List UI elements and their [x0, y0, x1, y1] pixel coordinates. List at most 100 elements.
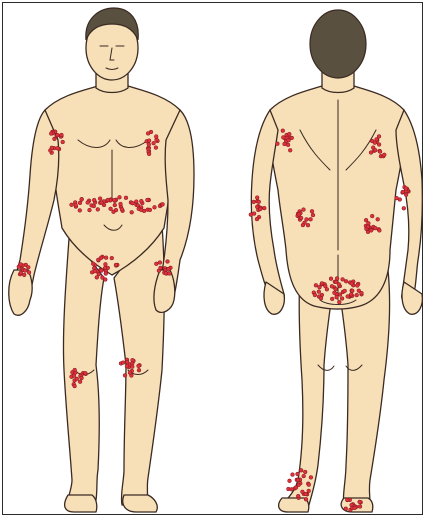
rash-dot [78, 380, 82, 384]
rash-dot [291, 473, 295, 477]
rash-dot [53, 137, 57, 141]
rash-dot [104, 256, 108, 260]
rash-dot [333, 291, 337, 295]
rash-dot [137, 364, 141, 368]
rash-dot [130, 365, 134, 369]
rash-dot [299, 468, 303, 472]
rash-dot [287, 132, 291, 136]
rash-dot [128, 371, 132, 375]
rash-dot [338, 293, 342, 297]
rash-dot [75, 377, 79, 381]
rash-dot [72, 374, 76, 378]
rash-dot [303, 470, 307, 474]
rash-dot [373, 226, 377, 230]
rash-dot [137, 368, 141, 372]
rash-dot [98, 197, 102, 201]
rash-dot [70, 203, 74, 207]
rash-dot [358, 505, 362, 509]
rash-dot [346, 295, 350, 299]
rash-dot [288, 479, 292, 483]
rash-dot [355, 284, 359, 288]
rash-dot [314, 283, 318, 287]
rash-dot [301, 223, 305, 227]
rash-dot [286, 143, 290, 147]
rash-dot [167, 267, 171, 271]
rash-dot [110, 256, 114, 260]
rash-dot [302, 208, 306, 212]
rash-dot [131, 201, 135, 205]
rash-dot [335, 277, 339, 281]
rash-dot [317, 290, 321, 294]
rash-dot [99, 256, 103, 260]
rash-dot [304, 497, 308, 501]
rash-dot [153, 205, 157, 209]
rash-dot [404, 193, 408, 197]
rash-dot [283, 142, 287, 146]
rash-dot [341, 278, 345, 282]
rash-dot [96, 208, 100, 212]
rash-dot [344, 507, 348, 511]
rash-dot [73, 368, 77, 372]
rash-dot [349, 293, 353, 297]
rash-dot [74, 203, 78, 207]
rash-dot [147, 143, 151, 147]
rash-dot [49, 132, 53, 136]
rash-dot [80, 376, 84, 380]
rash-dot [366, 225, 370, 229]
rash-dot [93, 269, 97, 273]
rash-dot [310, 209, 314, 213]
rash-dot [294, 486, 298, 490]
rash-dot [296, 494, 300, 498]
rash-dot [124, 196, 128, 200]
back-body-figure [251, 10, 422, 512]
front-right-foot [123, 495, 158, 512]
rash-dot [262, 206, 266, 210]
rash-dot [164, 271, 168, 275]
rash-dot [19, 263, 23, 267]
rash-dot [120, 207, 124, 211]
rash-dot [376, 217, 380, 221]
rash-dot [119, 202, 123, 206]
rash-dot [287, 138, 291, 142]
rash-dot [255, 196, 259, 200]
rash-dot [301, 490, 305, 494]
rash-dot [139, 199, 143, 203]
rash-dot [364, 218, 368, 222]
front-left-leg [63, 225, 104, 505]
rash-dot [91, 262, 95, 266]
rash-dot [309, 217, 313, 221]
rash-dot [121, 361, 125, 365]
back-right-arm [396, 110, 422, 303]
rash-dot [302, 474, 306, 478]
rash-dot [83, 371, 87, 375]
rash-dot [402, 206, 406, 210]
rash-dot [104, 272, 108, 276]
rash-dot [118, 195, 122, 199]
rash-dot [340, 297, 344, 301]
rash-dot [168, 272, 172, 276]
rash-dot [337, 300, 341, 304]
front-left-hand [9, 270, 32, 315]
rash-dot [258, 207, 262, 211]
rash-dot [154, 262, 158, 266]
rash-dot [103, 266, 107, 270]
rash-dot [134, 200, 138, 204]
rash-dot [56, 133, 60, 137]
rash-dot [382, 153, 386, 157]
rash-dot [114, 208, 118, 212]
rash-dot [358, 500, 362, 504]
rash-dot [257, 200, 261, 204]
rash-dot [378, 150, 382, 154]
rash-dot [345, 498, 349, 502]
rash-dot [353, 506, 357, 510]
rash-dot [305, 218, 309, 222]
rash-dot [147, 139, 151, 143]
rash-dot [249, 213, 253, 217]
rash-dot [319, 296, 323, 300]
rash-dot [323, 284, 327, 288]
rash-dot [158, 261, 162, 265]
rash-dot [125, 364, 129, 368]
rash-dot [92, 198, 96, 202]
rash-dot [369, 229, 373, 233]
